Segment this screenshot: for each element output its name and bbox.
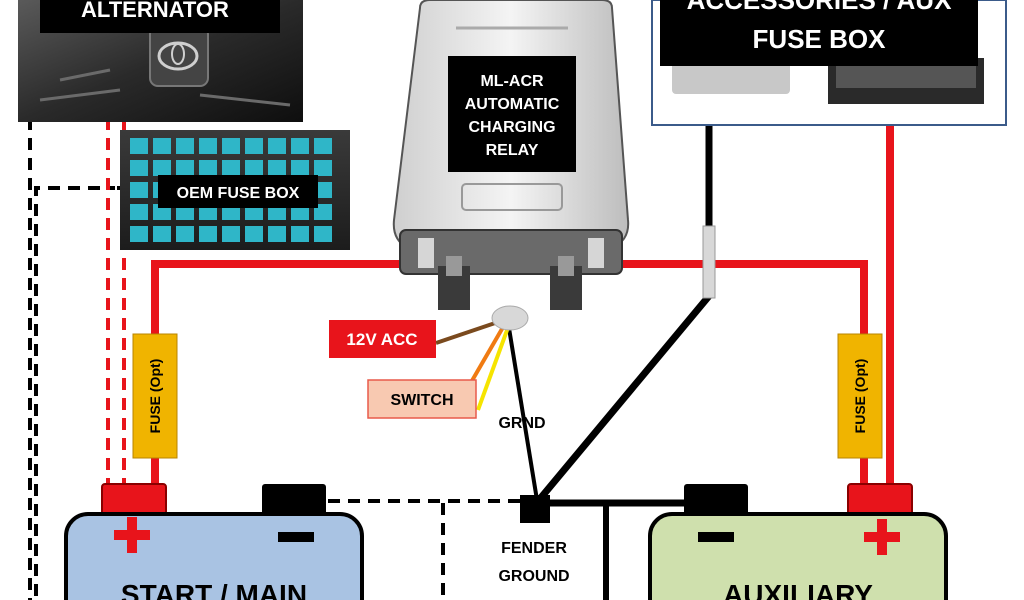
oem-fuse-cell: [222, 160, 240, 176]
fuse-left: FUSE (Opt): [132, 333, 178, 459]
aux-fuse-box-title-2: FUSE BOX: [753, 24, 887, 54]
oem-fuse-cell: [130, 182, 148, 198]
fuse-right-label: FUSE (Opt): [852, 359, 868, 434]
oem-fuse-ground-dashed: [34, 186, 120, 600]
alternator: ALTERNATOR: [18, 0, 303, 122]
oem-fuse-cell: [153, 226, 171, 242]
oem-fuse-cell: [199, 226, 217, 242]
oem-fuse-cell: [130, 226, 148, 242]
start-battery-title: START / MAIN: [121, 579, 307, 600]
oem-fuse-cell: [153, 138, 171, 154]
start-battery: START / MAIN: [64, 483, 364, 600]
oem-fuse-cell: [314, 204, 332, 220]
fuse-left-label: FUSE (Opt): [147, 359, 163, 434]
oem-fuse-cell: [268, 138, 286, 154]
switch-label: SWITCH: [390, 392, 453, 409]
acc-label: 12V ACC: [346, 330, 417, 349]
oem-fuse-box-title: OEM FUSE BOX: [177, 185, 300, 202]
oem-fuse-cell: [176, 226, 194, 242]
relay-line-4: RELAY: [486, 142, 539, 159]
oem-fuse-cell: [199, 160, 217, 176]
acc-label-box: 12V ACC: [329, 320, 436, 358]
relay-line-3: CHARGING: [468, 119, 555, 136]
aux-fuse-box-title-1: ACCESSORIES / AUX: [687, 0, 953, 15]
oem-fuse-cell: [130, 204, 148, 220]
oem-fuse-cell: [176, 160, 194, 176]
aux-battery: AUXILIARY: [648, 483, 948, 600]
fender-ground-label-1: FENDER: [501, 540, 567, 557]
relay-terminal-left: [438, 256, 470, 310]
oem-fuse-cell: [291, 160, 309, 176]
oem-fuse-cell: [314, 182, 332, 198]
ground-label: GRND: [498, 415, 545, 432]
aux-battery-positive-terminal: [847, 483, 913, 517]
alternator-title: ALTERNATOR: [81, 0, 229, 22]
oem-fuse-cell: [245, 160, 263, 176]
oem-fuse-cell: [245, 138, 263, 154]
oem-fuse-cell: [153, 160, 171, 176]
oem-fuse-box: OEM FUSE BOX: [120, 130, 350, 250]
oem-fuse-cell: [176, 138, 194, 154]
relay-line-1: ML-ACR: [480, 73, 544, 90]
start-battery-positive-terminal: [101, 483, 167, 517]
oem-fuse-cell: [314, 226, 332, 242]
aux-battery-negative-terminal: [684, 484, 748, 516]
alternator-title-box: [40, 0, 280, 33]
oem-fuse-cell: [314, 160, 332, 176]
oem-fuse-cell: [199, 138, 217, 154]
start-battery-negative-terminal: [262, 484, 326, 516]
oem-fuse-box-title-box: [158, 175, 318, 208]
oem-fuse-cell: [222, 138, 240, 154]
acc-wire: [435, 318, 505, 345]
oem-fuse-cell: [245, 226, 263, 242]
wire-splice: [702, 225, 716, 299]
aux-battery-plus-icon: [864, 519, 900, 555]
relay-terminal-right: [550, 256, 582, 310]
oem-fuse-cell: [268, 160, 286, 176]
aux-fuse-box: ACCESSORIES / AUX FUSE BOX: [651, 0, 1007, 126]
ml-acr-relay: ML-ACR AUTOMATIC CHARGING RELAY: [392, 0, 630, 331]
oem-fuse-cell: [222, 226, 240, 242]
relay-wire-grommet: [491, 305, 529, 331]
start-positive-wire: [151, 260, 470, 488]
oem-fuse-cell: [268, 226, 286, 242]
switch-wire-yellow: [476, 321, 512, 411]
oem-fuse-cell: [314, 138, 332, 154]
fuse-right: FUSE (Opt): [837, 333, 883, 459]
oem-fuse-cell: [130, 160, 148, 176]
switch-label-box: SWITCH: [367, 379, 477, 419]
oem-fuse-cell: [291, 226, 309, 242]
aux-battery-minus-icon: [698, 532, 734, 542]
fender-ground-label-2: GROUND: [498, 568, 569, 585]
aux-battery-title: AUXILIARY: [723, 579, 873, 600]
start-battery-minus-icon: [278, 532, 314, 542]
relay-ground-wire: [506, 321, 539, 501]
oem-fuse-cell: [130, 138, 148, 154]
fender-ground-block: [520, 495, 550, 523]
relay-line-2: AUTOMATIC: [465, 96, 560, 113]
start-battery-plus-icon: [114, 517, 150, 553]
relay-label-panel: [448, 56, 576, 172]
oem-fuse-cell: [291, 138, 309, 154]
